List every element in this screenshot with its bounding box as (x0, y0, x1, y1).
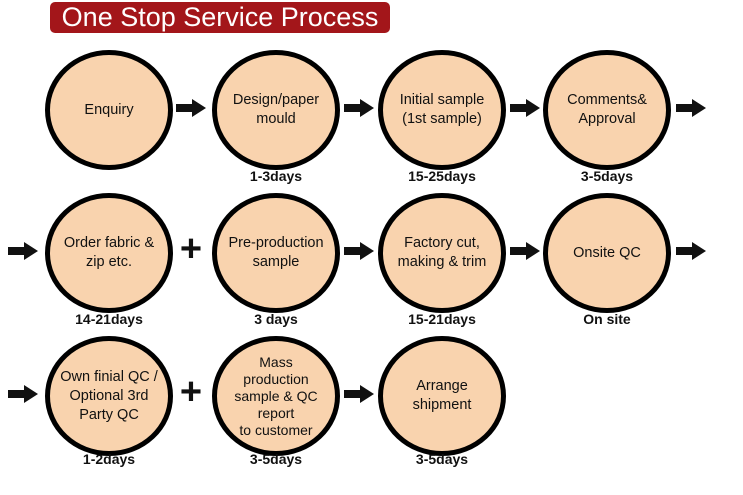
step-circle: Arrange shipment (378, 336, 506, 456)
step-circle: Mass production sample & QC report to cu… (212, 336, 340, 456)
step-duration: 3-5days (580, 168, 634, 184)
arrow-right-icon (676, 242, 706, 260)
step-duration: On site (583, 311, 631, 327)
plus-icon: + (179, 371, 203, 413)
step-duration: 3 days (254, 311, 298, 327)
step-circle: Enquiry (45, 50, 173, 170)
plus-icon: + (179, 228, 203, 270)
step-duration: 3-5days (249, 451, 303, 467)
step-circle: Own finial QC / Optional 3rd Party QC (45, 336, 173, 456)
arrow-right-icon (176, 99, 206, 117)
step-duration: 3-5days (415, 451, 469, 467)
arrow-right-icon (344, 99, 374, 117)
arrow-right-icon (8, 242, 38, 260)
arrow-right-icon (8, 385, 38, 403)
arrow-right-icon (344, 242, 374, 260)
step-duration: 14-21days (75, 311, 143, 327)
step-circle: Onsite QC (543, 193, 671, 313)
arrow-right-icon (510, 99, 540, 117)
arrow-right-icon (510, 242, 540, 260)
step-duration: 15-25days (408, 168, 476, 184)
step-circle: Factory cut, making & trim (378, 193, 506, 313)
step-circle: Design/paper mould (212, 50, 340, 170)
diagram-title: One Stop Service Process (50, 2, 390, 33)
step-circle: Initial sample (1st sample) (378, 50, 506, 170)
arrow-right-icon (676, 99, 706, 117)
step-duration: 1-3days (249, 168, 303, 184)
step-circle: Order fabric & zip etc. (45, 193, 173, 313)
arrow-right-icon (344, 385, 374, 403)
step-duration: 1-2days (82, 451, 136, 467)
step-duration: 15-21days (408, 311, 476, 327)
step-circle: Comments& Approval (543, 50, 671, 170)
step-circle: Pre-production sample (212, 193, 340, 313)
